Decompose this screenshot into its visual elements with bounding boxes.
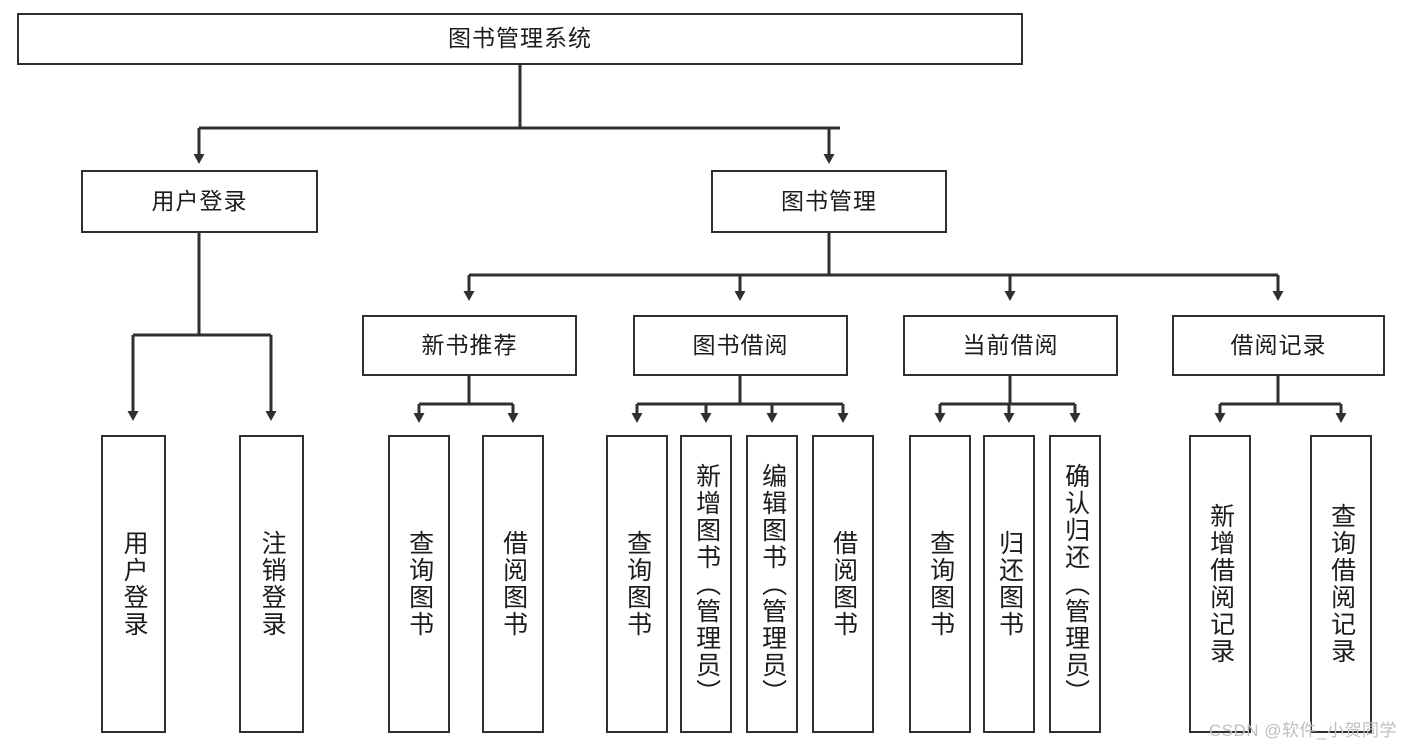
- node-new-book-rec-label: 新书推荐: [421, 331, 518, 358]
- leaf-confirm-return-label: 确认归还（管理员）: [1061, 462, 1090, 706]
- leaf-add-book[interactable]: 新增图书（管理员）: [680, 435, 732, 733]
- leaf-user-login[interactable]: 用户登录: [101, 435, 166, 733]
- leaf-edit-book[interactable]: 编辑图书（管理员）: [746, 435, 798, 733]
- leaf-query-book-3[interactable]: 查询图书: [909, 435, 971, 733]
- csdn-watermark: CSDN @软件_小贺同学: [1208, 721, 1397, 740]
- leaf-query-book-2-label: 查询图书: [623, 530, 652, 638]
- node-current-borrow-label: 当前借阅: [962, 331, 1059, 358]
- node-book-borrow[interactable]: 图书借阅: [633, 315, 848, 376]
- leaf-return-book[interactable]: 归还图书: [983, 435, 1035, 733]
- node-user-login[interactable]: 用户登录: [81, 170, 318, 233]
- leaf-return-book-label: 归还图书: [995, 530, 1024, 638]
- leaf-logout[interactable]: 注销登录: [239, 435, 304, 733]
- leaf-borrow-book-1[interactable]: 借阅图书: [482, 435, 544, 733]
- leaf-query-book-2[interactable]: 查询图书: [606, 435, 668, 733]
- leaf-borrow-book-2[interactable]: 借阅图书: [812, 435, 874, 733]
- node-borrow-record-label: 借阅记录: [1230, 331, 1327, 358]
- node-current-borrow[interactable]: 当前借阅: [903, 315, 1118, 376]
- node-user-login-label: 用户登录: [151, 187, 248, 214]
- leaf-query-book-1[interactable]: 查询图书: [388, 435, 450, 733]
- leaf-confirm-return[interactable]: 确认归还（管理员）: [1049, 435, 1101, 733]
- node-book-manage-label: 图书管理: [781, 187, 877, 214]
- node-book-manage[interactable]: 图书管理: [711, 170, 947, 233]
- node-borrow-record[interactable]: 借阅记录: [1172, 315, 1385, 376]
- leaf-logout-label: 注销登录: [258, 530, 287, 638]
- leaf-add-book-label: 新增图书（管理员）: [692, 462, 721, 706]
- leaf-add-record-label: 新增借阅记录: [1206, 503, 1235, 665]
- leaf-query-book-1-label: 查询图书: [405, 530, 434, 638]
- leaf-user-login-label: 用户登录: [120, 530, 149, 638]
- node-root[interactable]: 图书管理系统: [17, 13, 1023, 65]
- leaf-query-record[interactable]: 查询借阅记录: [1310, 435, 1372, 733]
- leaf-borrow-book-2-label: 借阅图书: [829, 530, 858, 638]
- leaf-edit-book-label: 编辑图书（管理员）: [758, 462, 787, 706]
- leaf-borrow-book-1-label: 借阅图书: [499, 530, 528, 638]
- node-new-book-rec[interactable]: 新书推荐: [362, 315, 577, 376]
- node-root-label: 图书管理系统: [448, 25, 592, 52]
- node-book-borrow-label: 图书借阅: [692, 331, 789, 358]
- leaf-query-book-3-label: 查询图书: [926, 530, 955, 638]
- leaf-query-record-label: 查询借阅记录: [1327, 503, 1356, 665]
- leaf-add-record[interactable]: 新增借阅记录: [1189, 435, 1251, 733]
